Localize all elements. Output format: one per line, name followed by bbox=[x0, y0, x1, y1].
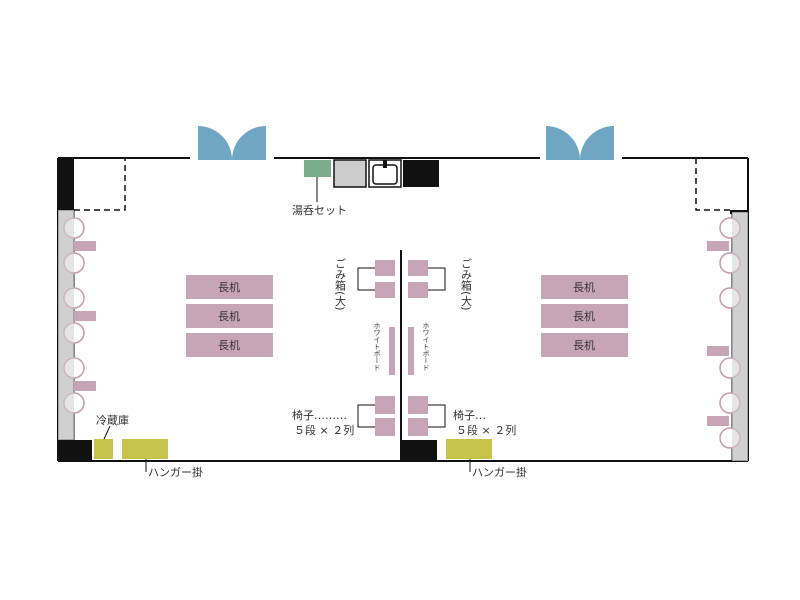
chair-stack bbox=[375, 396, 395, 414]
chair-stack bbox=[408, 396, 428, 414]
chair-stacks-right: 椅子… ５段 × ２列 bbox=[408, 396, 516, 437]
hanger-rack-left bbox=[122, 439, 168, 459]
left-strip-overlay bbox=[58, 210, 74, 440]
door-left-leaf-1 bbox=[198, 126, 232, 160]
wall-desk bbox=[74, 381, 96, 391]
fridge-label: 冷蔵庫 bbox=[96, 413, 129, 427]
whiteboard-bar bbox=[389, 327, 395, 375]
trash-box bbox=[408, 260, 428, 276]
long-table-label: 長机 bbox=[218, 309, 240, 323]
sink bbox=[368, 159, 402, 188]
chair-stack bbox=[375, 418, 395, 436]
trash-box bbox=[375, 260, 395, 276]
tea-set-label: 湯呑セット bbox=[292, 204, 347, 217]
dashed-closet-right bbox=[695, 158, 730, 211]
long-tables-right: 長机 長机 長机 bbox=[541, 275, 628, 357]
chairs-label-line-1: 椅子……… bbox=[292, 408, 347, 422]
whiteboard-label: ホワイトボード bbox=[422, 322, 430, 371]
pillar-bottom-left bbox=[58, 440, 92, 461]
trash-box bbox=[408, 282, 428, 298]
whiteboard-right: ホワイトボード bbox=[408, 322, 430, 375]
long-tables-left: 長机 長机 長机 bbox=[186, 275, 273, 357]
pillar-top-center bbox=[403, 160, 439, 187]
wall-desk bbox=[707, 416, 729, 426]
wall-blocks bbox=[58, 158, 748, 461]
door-right-leaf-2 bbox=[580, 126, 614, 160]
trash-box-label: ごみ箱(大) bbox=[334, 258, 347, 311]
hanger-right-label: ハンガー掛 bbox=[472, 465, 527, 479]
trash-bracket bbox=[428, 267, 446, 291]
pillar-top-left bbox=[58, 158, 74, 210]
whiteboard-bar bbox=[408, 327, 414, 375]
corner-dashed-areas bbox=[74, 158, 730, 211]
wall-seating-right bbox=[707, 212, 748, 461]
pillar-bottom-center bbox=[401, 440, 437, 461]
tea-set-shelf bbox=[304, 160, 331, 177]
chair-stack bbox=[408, 418, 428, 436]
room-walls bbox=[57, 157, 749, 462]
long-table-label: 長机 bbox=[573, 309, 595, 323]
long-table bbox=[541, 333, 628, 357]
wall-desk bbox=[707, 346, 729, 356]
trash-boxes-left: ごみ箱(大) bbox=[334, 258, 395, 311]
wall-desk bbox=[74, 241, 96, 251]
fridge-leader bbox=[103, 425, 111, 440]
door-right-leaf-1 bbox=[546, 126, 580, 160]
sink-faucet bbox=[383, 160, 387, 168]
door-right[interactable] bbox=[546, 126, 614, 160]
wall-desk bbox=[74, 311, 96, 321]
long-table bbox=[541, 275, 628, 299]
whiteboard-label: ホワイトボード bbox=[373, 322, 381, 371]
trash-bracket bbox=[357, 267, 375, 291]
hanger-rack-right bbox=[446, 439, 492, 459]
long-table-label: 長机 bbox=[573, 280, 595, 294]
chair-bracket bbox=[357, 404, 375, 428]
wall-desk bbox=[707, 241, 729, 251]
hanger-left-label: ハンガー掛 bbox=[148, 465, 203, 479]
trash-box bbox=[375, 282, 395, 298]
dashed-closet-left bbox=[74, 158, 126, 211]
long-table bbox=[541, 304, 628, 328]
long-table-label: 長机 bbox=[218, 338, 240, 352]
long-table bbox=[186, 333, 273, 357]
counter-block bbox=[333, 159, 367, 188]
long-table bbox=[186, 304, 273, 328]
door-left[interactable] bbox=[198, 126, 266, 160]
trash-boxes-right: ごみ箱(大) bbox=[408, 258, 473, 311]
chairs-label-line-1: 椅子… bbox=[453, 408, 486, 422]
long-table-label: 長机 bbox=[218, 280, 240, 294]
door-left-leaf-2 bbox=[232, 126, 266, 160]
wall-seating-left bbox=[58, 210, 96, 440]
whiteboard-left: ホワイトボード bbox=[373, 322, 395, 375]
long-table-label: 長机 bbox=[573, 338, 595, 352]
fridge bbox=[94, 439, 113, 459]
right-strip-overlay bbox=[732, 212, 748, 461]
long-table bbox=[186, 275, 273, 299]
chair-bracket bbox=[428, 404, 446, 428]
chairs-label-line-2: ５段 × ２列 bbox=[294, 423, 354, 437]
chair-stacks-left: 椅子……… ５段 × ２列 bbox=[292, 396, 395, 437]
chairs-label-line-2: ５段 × ２列 bbox=[456, 423, 516, 437]
trash-box-label: ごみ箱(大) bbox=[460, 258, 473, 311]
